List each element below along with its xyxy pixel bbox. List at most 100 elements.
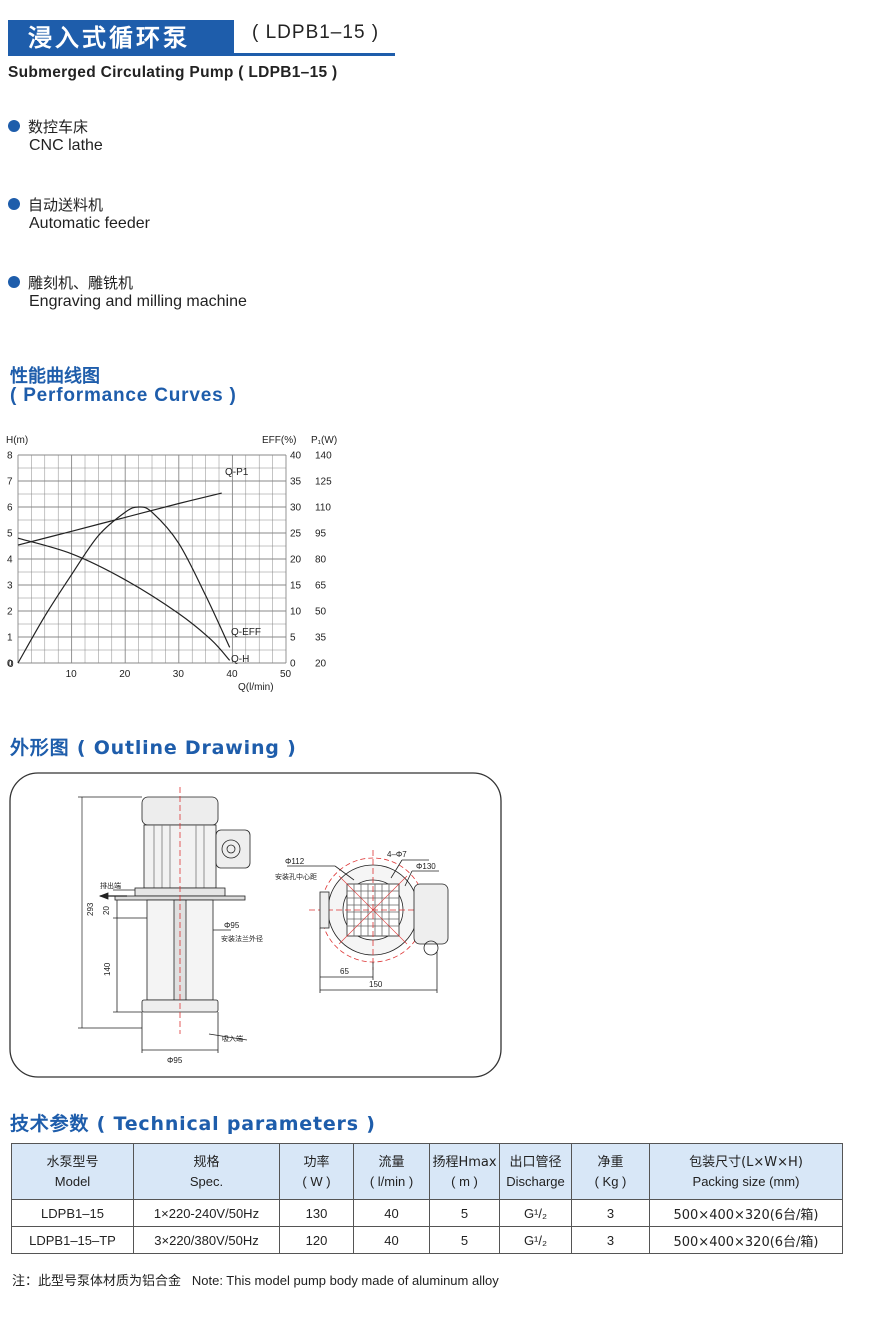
title-underline (234, 53, 395, 56)
eff-tick-label: 5 (290, 633, 296, 644)
cell-flow: 40 (353, 1199, 430, 1227)
header-zh: 扬程Hmax (432, 1154, 497, 1170)
p1-tick-label: 125 (315, 477, 332, 488)
table-row: LDPB1–15 1×220-240V/50Hz 130 40 5 G¹/₂ 3… (11, 1199, 843, 1227)
application-en: CNC lathe (29, 137, 103, 154)
cable-gland (221, 839, 241, 859)
application-zh: 雕刻机、雕铣机 (28, 274, 134, 292)
y-tick-label: 5 (7, 529, 13, 540)
outline-drawing-svg: 293 20 140 排出端 Φ95 安装法兰外径 吸入端 Φ95 (9, 772, 502, 1078)
y-tick-label: 1 (7, 633, 13, 644)
header-model: 水泵型号 Model (11, 1143, 134, 1200)
top-view (287, 850, 449, 993)
header-zh: 水泵型号 (46, 1154, 99, 1170)
header-zh: 出口管径 (509, 1154, 562, 1170)
x-tick-label: 30 (173, 669, 185, 680)
bullet-icon (8, 120, 20, 132)
side-view (78, 787, 251, 1053)
cell-model: LDPB1–15 (11, 1199, 134, 1227)
cell-weight: 3 (571, 1226, 650, 1254)
hole-note: 安装孔中心距 (275, 872, 317, 881)
flange-note: 安装法兰外径 (221, 934, 263, 943)
p1-tick-label: 140 (315, 451, 332, 462)
application-zh: 自动送料机 (28, 196, 104, 214)
p1-tick-label: 50 (315, 607, 327, 618)
series-label-qeff: Q-EFF (231, 627, 261, 638)
terminal-box (215, 829, 251, 869)
inlet-label: 吸入端 (222, 1034, 243, 1043)
cell-spec: 1×220-240V/50Hz (133, 1199, 280, 1227)
cell-power: 130 (279, 1199, 354, 1227)
header-zh: 净重 (597, 1154, 624, 1170)
dim-total: 293 (86, 902, 95, 916)
model-code: ( LDPB1–15 ) (252, 22, 380, 43)
eff-axis-label: EFF(%) (262, 435, 296, 446)
y-tick-label: 7 (7, 477, 13, 488)
cell-flow: 40 (353, 1226, 430, 1254)
header-en: Model (54, 1173, 91, 1189)
application-en: Engraving and milling machine (29, 293, 247, 310)
cell-packing: 500×400×320(6台/箱) (649, 1199, 843, 1227)
header-head: 扬程Hmax( m ) (429, 1143, 500, 1200)
header-zh: 功率 (303, 1154, 330, 1170)
eff-tick-label: 30 (290, 503, 302, 514)
bullet-icon (8, 198, 20, 210)
cell-head: 5 (429, 1226, 500, 1254)
dim-a: 65 (340, 967, 349, 976)
header-zh: 流量 (378, 1154, 405, 1170)
chart-series (17, 492, 231, 664)
y-axis-label: H(m) (6, 435, 28, 446)
y-tick-label: 0 (7, 659, 13, 670)
y-tick-label: 3 (7, 581, 13, 592)
footnote-en: Note: This model pump body made of alumi… (191, 1273, 499, 1288)
y-tick-label: 4 (7, 555, 13, 566)
x-tick-label: 0 (8, 659, 14, 670)
header-discharge: 出口管径 Discharge (499, 1143, 572, 1200)
dim-b: 150 (369, 980, 383, 989)
series-line-q-h (17, 537, 231, 661)
header-zh: 包装尺寸(L×W×H) (689, 1154, 803, 1170)
tech-title-text: 技术参数 ( Technical parameters ) (10, 1113, 376, 1135)
header-packing: 包装尺寸(L×W×H)Packing size (mm) (649, 1143, 843, 1200)
y-tick-label: 2 (7, 607, 13, 618)
performance-title-zh: 性能曲线图 (10, 366, 100, 387)
eff-tick-label: 40 (290, 451, 302, 462)
dim-top: 20 (102, 906, 111, 915)
x-tick-label: 40 (226, 669, 238, 680)
cell-discharge: G¹/₂ (499, 1199, 572, 1227)
p1-tick-label: 110 (315, 503, 331, 514)
dim-bottom: 140 (103, 962, 112, 976)
series-label-qp1: Q-P1 (225, 467, 249, 478)
footnote: 注：此型号泵体材质为铝合金 Note: This model pump body… (12, 1270, 499, 1289)
header-power: 功率 ( W ) (279, 1143, 354, 1200)
series-label-qh: Q-H (231, 654, 249, 665)
cell-power: 120 (279, 1226, 354, 1254)
header-flow: 流量( l/min ) (353, 1143, 430, 1200)
outline-drawing: 293 20 140 排出端 Φ95 安装法兰外径 吸入端 Φ95 (9, 772, 502, 1078)
header-en: ( W ) (302, 1173, 331, 1189)
hole-dia: Φ112 (285, 857, 305, 866)
flange-dia: Φ95 (224, 921, 240, 930)
x-axis-label: Q(l/min) (238, 682, 274, 693)
header-en: Discharge (506, 1173, 565, 1189)
page-subtitle: Submerged Circulating Pump ( LDPB1–15 ) (8, 64, 338, 81)
header-en: Spec. (189, 1173, 224, 1189)
footnote-zh: 注：此型号泵体材质为铝合金 (12, 1274, 182, 1289)
p1-tick-label: 65 (315, 581, 327, 592)
application-en: Automatic feeder (29, 215, 150, 232)
outline-title-text: 外形图 ( Outline Drawing ) (10, 737, 297, 759)
tech-title: 技术参数 ( Technical parameters ) (10, 1109, 376, 1136)
p1-tick-label: 35 (315, 633, 327, 644)
chart-grid (17, 454, 287, 664)
outline-title: 外形图 ( Outline Drawing ) (10, 733, 297, 760)
cell-discharge: G¹/₂ (499, 1226, 572, 1254)
terminal-box-top (413, 883, 449, 945)
p1-axis-label: P₁(W) (311, 435, 337, 446)
holes-spec: 4–Φ7 (387, 850, 407, 859)
eff-tick-label: 15 (290, 581, 302, 592)
cell-weight: 3 (571, 1199, 650, 1227)
